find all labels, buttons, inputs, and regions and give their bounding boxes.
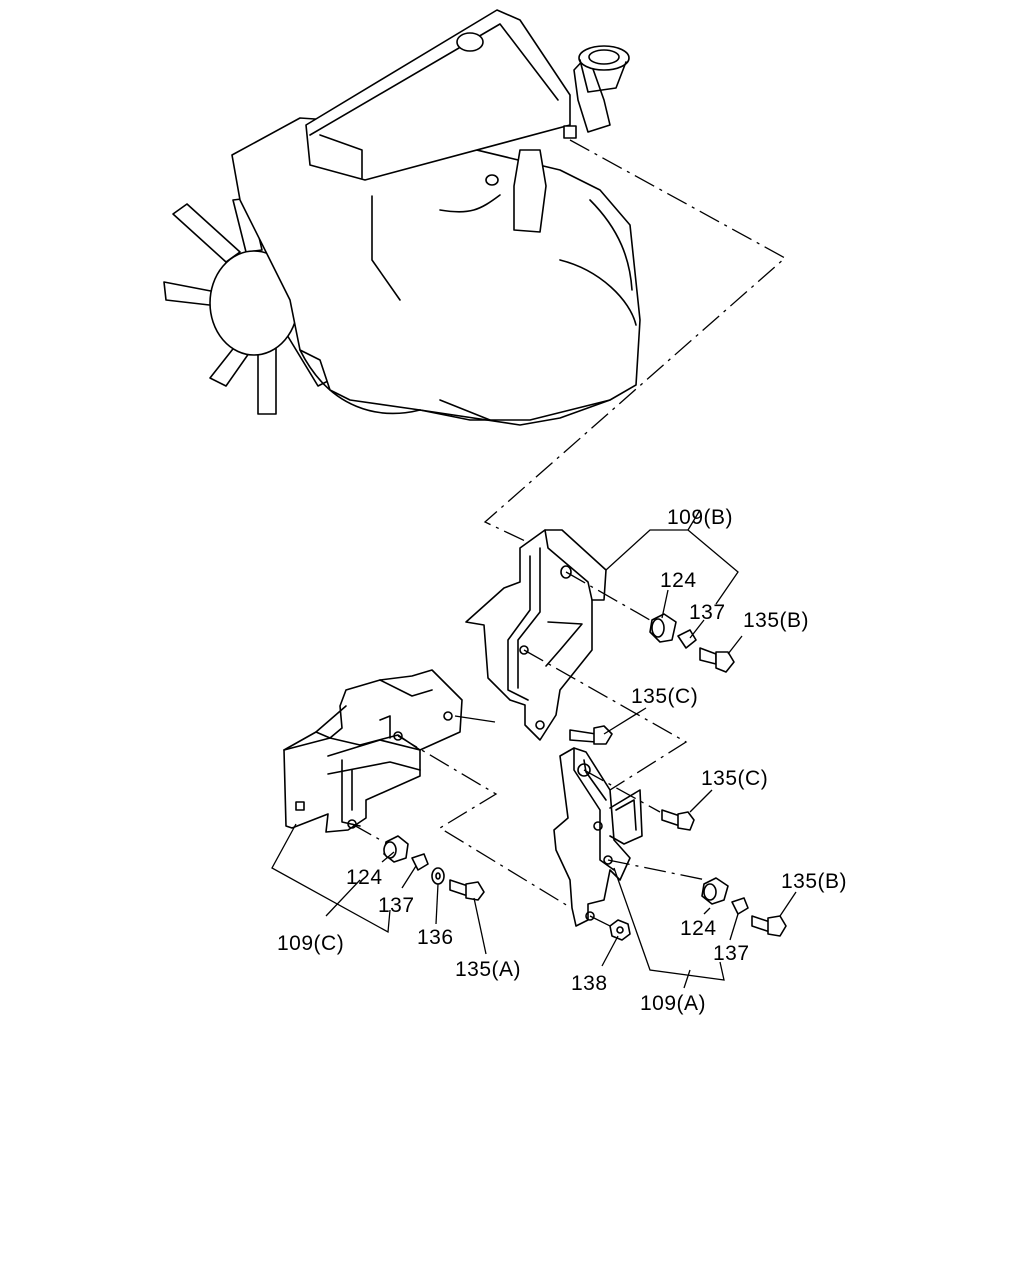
hole-line-138 [589, 915, 611, 927]
valve-cover [305, 9, 571, 181]
collar-137-top [677, 629, 697, 649]
bolt-135c-mid [569, 725, 613, 745]
label-135b-top: 135(B) [743, 609, 809, 632]
bolt-135b-top [699, 647, 735, 673]
label-109a: 109(A) [640, 992, 706, 1015]
cushion-124-top [649, 613, 677, 643]
label-138: 138 [571, 972, 608, 995]
bolt-135a [449, 879, 485, 901]
collar-137-right [731, 897, 749, 915]
hole-line-109c [397, 735, 569, 907]
label-135b-right: 135(B) [781, 870, 847, 893]
leader-lines [271, 509, 797, 989]
label-135a: 135(A) [455, 958, 521, 981]
bracket-109c [283, 669, 463, 833]
bolt-135b-right [751, 915, 787, 937]
hole-line-109c-lower [351, 823, 385, 843]
label-136: 136 [417, 926, 454, 949]
nut-138 [609, 919, 631, 941]
hole-line-109a-upper [583, 769, 661, 813]
label-137-top: 137 [689, 601, 726, 624]
label-109c: 109(C) [277, 932, 344, 955]
engine-illustration [163, 9, 641, 426]
label-135c-mid: 135(C) [631, 685, 698, 708]
washer-136 [431, 867, 445, 885]
label-137-right: 137 [713, 942, 750, 965]
bracket-109b [465, 529, 607, 741]
hole-line-109b [565, 571, 651, 621]
mount-reference-line [483, 139, 787, 549]
hole-line-109b-lower [523, 649, 688, 813]
hole-line-109a-lower [607, 859, 707, 881]
link-line-109c [454, 715, 496, 723]
oil-filler-pipe [573, 45, 630, 133]
cushion-124-right [701, 877, 729, 905]
label-109b: 109(B) [667, 506, 733, 529]
part-labels: 109(B) 124 137 135(B) 135(C) 135(C) 135(… [277, 506, 847, 1015]
label-137-left: 137 [378, 894, 415, 917]
bracket-109a [553, 747, 643, 927]
label-135c-right: 135(C) [701, 767, 768, 790]
label-124-right: 124 [680, 917, 717, 940]
label-124-left: 124 [346, 866, 383, 889]
label-124-top: 124 [660, 569, 697, 592]
mount-boss [563, 125, 577, 139]
bolt-135c-right [661, 809, 695, 831]
